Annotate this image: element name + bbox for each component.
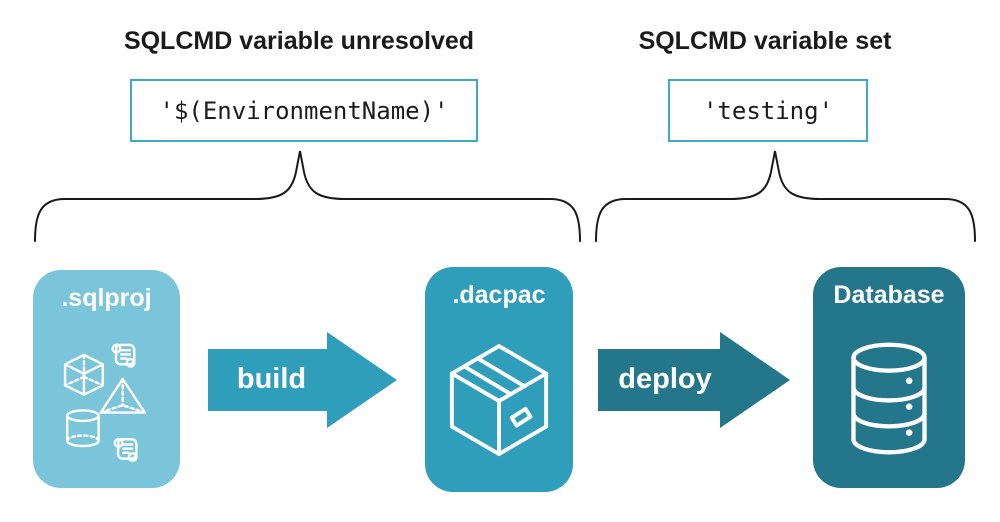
left-brace-icon [34,150,581,242]
node-sqlproj: .sqlproj [33,270,180,488]
deploy-arrow-icon [598,332,790,428]
scroll-icon [113,437,138,462]
database-icon [841,310,937,488]
node-database: Database [813,267,965,488]
code-text-environment-variable: '$(EnvironmentName)' [159,96,449,125]
code-box-environment-variable: '$(EnvironmentName)' [130,79,478,142]
heading-sqlcmd-unresolved: SQLCMD variable unresolved [123,26,475,55]
right-brace-icon [595,150,976,242]
sql-objects-icon [63,313,151,488]
node-dacpac: .dacpac [425,267,573,492]
scroll-icon [110,343,136,368]
package-icon [445,310,553,492]
pyramid-icon [99,377,146,414]
build-arrow-icon [208,332,397,428]
cylinder-icon [65,408,100,447]
node-database-label: Database [833,281,945,309]
code-box-testing-value: 'testing' [668,79,868,142]
deploy-arrow-label: deploy [618,363,712,395]
build-arrow-label: build [236,363,307,395]
cube-icon [63,353,104,396]
node-sqlproj-label: .sqlproj [61,284,152,312]
node-dacpac-label: .dacpac [452,281,546,309]
code-text-testing-value: 'testing' [702,96,834,125]
heading-sqlcmd-set: SQLCMD variable set [638,26,892,55]
